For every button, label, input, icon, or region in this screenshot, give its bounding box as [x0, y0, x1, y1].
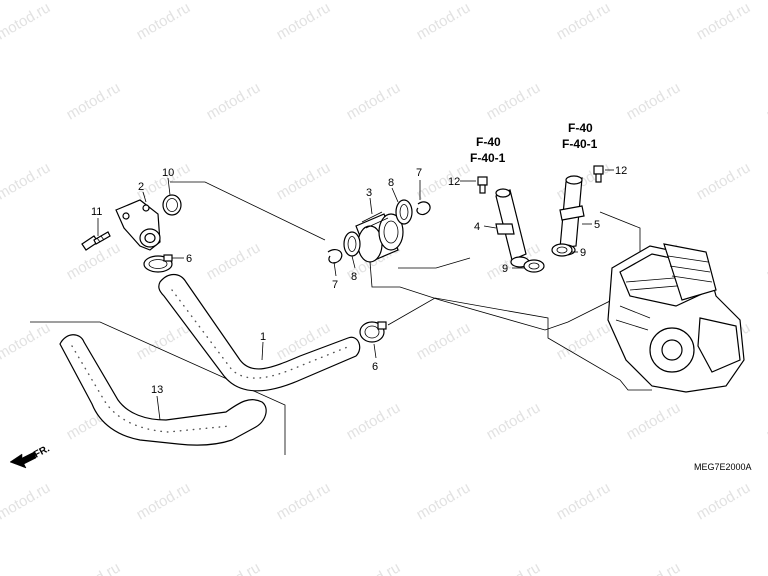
direction-label: FR.: [32, 443, 52, 460]
callout-7-left: 7: [332, 279, 338, 291]
callout-9-right: 9: [580, 247, 586, 259]
water-pipe-4: [495, 188, 530, 268]
callout-6-upper: 6: [186, 253, 192, 265]
hose-1: [158, 273, 361, 392]
bolt-12-right: [593, 165, 604, 183]
hose-clamp-6-lower: [359, 321, 387, 343]
watermark-text: motod.ru: [624, 79, 684, 123]
watermark-text: motod.ru: [0, 0, 53, 43]
watermark-text: motod.ru: [484, 399, 544, 443]
watermark-text: motod.ru: [764, 559, 768, 576]
watermark-text: motod.ru: [694, 159, 754, 203]
watermark-text: motod.ru: [0, 319, 53, 363]
o-ring-10: [162, 194, 182, 216]
watermark-text: motod.ru: [554, 479, 614, 523]
watermark-text: motod.ru: [64, 559, 124, 576]
watermark-text: motod.ru: [414, 479, 474, 523]
clip-7-left: [327, 248, 343, 264]
ref-left-2: F-40-1: [470, 151, 506, 165]
callout-4: 4: [474, 221, 480, 233]
water-joint-3: [355, 211, 404, 263]
watermark-text: motod.ru: [624, 559, 684, 576]
watermark-text: motod.ru: [554, 159, 614, 203]
watermark-text: motod.ru: [64, 79, 124, 123]
watermark-text: motod.ru: [484, 79, 544, 123]
watermark-text: motod.ru: [414, 0, 474, 43]
bolt-12-left: [477, 176, 488, 194]
watermark-text: motod.ru: [274, 479, 334, 523]
callout-12-left: 12: [448, 176, 460, 188]
callout-9-left: 9: [502, 263, 508, 275]
callout-11: 11: [91, 206, 102, 218]
ref-right-2: F-40-1: [562, 137, 598, 151]
ref-right-1: F-40: [568, 121, 593, 135]
callout-3: 3: [366, 187, 372, 199]
callout-10: 10: [162, 167, 174, 179]
watermark-text: motod.ru: [554, 0, 614, 43]
ref-left-1: F-40: [476, 135, 501, 149]
diagram-code: MEG7E2000A: [694, 462, 752, 472]
watermark-text: motod.ru: [694, 0, 754, 43]
watermark-text: motod.ru: [134, 479, 194, 523]
hose-13: [59, 334, 267, 446]
watermark-text: motod.ru: [554, 319, 614, 363]
leader-lines: [97, 169, 614, 421]
callout-8-left: 8: [351, 271, 357, 283]
o-ring-8-right: [395, 199, 413, 225]
callout-8-right: 8: [388, 177, 394, 189]
watermark-text: motod.ru: [484, 559, 544, 576]
arrow-left-icon: [9, 451, 37, 469]
watermark-text: motod.ru: [344, 399, 404, 443]
o-ring-8-left: [343, 231, 361, 257]
watermark-text: motod.ru: [624, 399, 684, 443]
watermark-text: motod.ru: [134, 0, 194, 43]
o-ring-9-left: [523, 259, 545, 273]
engine-block: [607, 243, 745, 393]
watermark-text: motod.ru: [0, 479, 53, 523]
watermark-text: motod.ru: [764, 399, 768, 443]
hose-clamp-6-upper: [143, 254, 173, 273]
callout-1: 1: [260, 331, 266, 343]
water-outlet-housing: [115, 199, 161, 251]
watermark-text: motod.ru: [204, 239, 264, 283]
clip-7-right: [416, 201, 431, 216]
o-ring-9-right: [551, 243, 573, 257]
watermark-text: motod.ru: [344, 79, 404, 123]
watermark-text: motod.ru: [764, 79, 768, 123]
callout-12-right: 12: [615, 165, 627, 177]
watermark-text: motod.ru: [764, 239, 768, 283]
reference-codes: F-40 F-40-1 F-40 F-40-1: [470, 121, 598, 165]
watermark-text: motod.ru: [204, 79, 264, 123]
callout-2: 2: [138, 181, 144, 193]
callouts: 2 10 11 6 1 13 3 8 7 7 8 6 12 12 4 5 9 9: [91, 165, 627, 396]
bolt-11: [81, 231, 111, 251]
front-direction: FR.: [9, 443, 52, 469]
callout-6-lower: 6: [372, 361, 378, 373]
callout-13: 13: [151, 384, 163, 396]
watermark-text: motod.ru: [274, 0, 334, 43]
watermark-text: motod.ru: [694, 479, 754, 523]
callout-5: 5: [594, 219, 600, 231]
watermark-text: motod.ru: [274, 159, 334, 203]
watermark-text: motod.ru: [0, 159, 53, 203]
panel-lines: [30, 181, 652, 455]
watermark-text: motod.ru: [414, 319, 474, 363]
watermark-text: motod.ru: [204, 559, 264, 576]
callout-7-right: 7: [416, 167, 422, 179]
watermark-text: motod.ru: [344, 559, 404, 576]
